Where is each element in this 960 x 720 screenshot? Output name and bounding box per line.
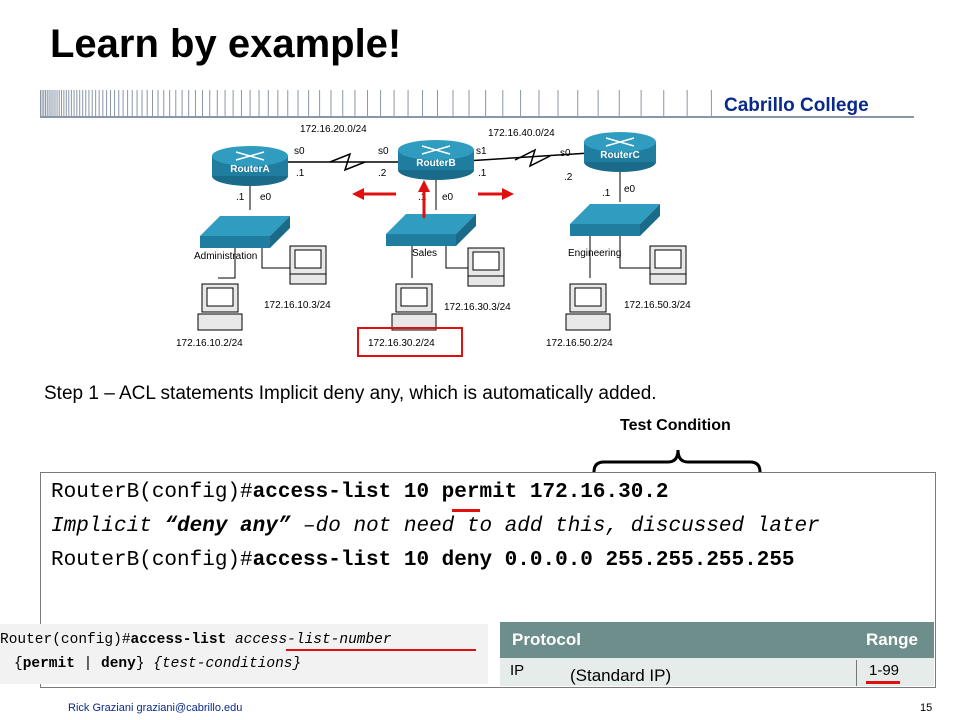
- code-line-3: RouterB(config)#access-list 10 deny 0.0.…: [51, 549, 795, 572]
- cell-protocol: IP: [510, 662, 525, 679]
- brace-icon: [592, 449, 762, 473]
- router-a-label: RouterA: [230, 164, 269, 175]
- router-b-label: RouterB: [416, 158, 455, 169]
- router-b: RouterB: [398, 140, 474, 180]
- host-ip: 172.16.30.2/24: [368, 338, 435, 349]
- underline-access-list-number: [286, 649, 476, 651]
- test-condition-label: Test Condition: [620, 417, 731, 434]
- syntax-line-2: {permit | deny} {test-conditions}: [14, 656, 302, 672]
- svg-text:e0: e0: [624, 184, 636, 195]
- svg-text:.1: .1: [418, 192, 427, 203]
- footer-author: Rick Graziani graziani@cabrillo.edu: [68, 702, 243, 714]
- svg-text:.2: .2: [564, 172, 573, 183]
- svg-text:.1: .1: [296, 168, 305, 179]
- header-range: Range: [866, 630, 918, 649]
- header-stripe-bar: [40, 90, 914, 118]
- lan-label-administration: Administration: [194, 251, 257, 262]
- router-c-label: RouterC: [600, 150, 639, 161]
- router-c: RouterC: [584, 132, 656, 172]
- table-row: IP (Standard IP) 1-99: [500, 658, 934, 686]
- acl-range-table: Protocol Range IP (Standard IP) 1-99: [500, 622, 934, 686]
- svg-text:.2: .2: [378, 168, 387, 179]
- cell-range: 1-99: [869, 662, 900, 679]
- table-header: Protocol Range: [500, 622, 934, 658]
- syntax-box: Router(config)#access-list access-list-n…: [0, 624, 488, 684]
- host-ip: 172.16.50.3/24: [624, 300, 691, 311]
- page-number: 15: [920, 702, 933, 714]
- pc-icon: [565, 283, 611, 331]
- step-description: Step 1 – ACL statements Implicit deny an…: [44, 383, 657, 404]
- underline-list-number: [452, 509, 480, 512]
- pc-icon: [289, 245, 327, 285]
- code-line-1: RouterB(config)#access-list 10 permit 17…: [51, 481, 669, 504]
- svg-text:.1: .1: [478, 168, 487, 179]
- pc-icon: [649, 245, 687, 285]
- header-protocol: Protocol: [512, 630, 581, 649]
- svg-text:e0: e0: [442, 192, 454, 203]
- host-ip: 172.16.30.3/24: [444, 302, 511, 313]
- svg-text:e0: e0: [260, 192, 272, 203]
- svg-text:s0: s0: [294, 146, 305, 157]
- svg-text:.1: .1: [602, 188, 611, 199]
- switch-engineering: [570, 204, 660, 236]
- underline-range: [866, 681, 900, 684]
- code-line-2: Implicit “deny any” –do not need to add …: [51, 515, 820, 538]
- lan-label-engineering: Engineering: [568, 248, 621, 259]
- pc-icon: [467, 247, 505, 287]
- switch-sales: [386, 214, 476, 246]
- network-diagram: 172.16.20.0/24 172.16.40.0/24 RouterA s0…: [176, 124, 691, 357]
- host-ip: 172.16.10.2/24: [176, 338, 243, 349]
- cell-note: (Standard IP): [570, 666, 672, 685]
- pc-icon: [391, 283, 437, 331]
- college-logo-text: Cabrillo College: [724, 95, 869, 116]
- syntax-line-1: Router(config)#access-list access-list-n…: [0, 632, 392, 648]
- svg-text:s0: s0: [560, 148, 571, 159]
- svg-text:.1: .1: [236, 192, 245, 203]
- svg-text:s0: s0: [378, 146, 389, 157]
- switch-administration: [200, 216, 290, 248]
- router-a: RouterA: [212, 146, 288, 186]
- host-ip: 172.16.10.3/24: [264, 300, 331, 311]
- host-ip: 172.16.50.2/24: [546, 338, 613, 349]
- network-label-20: 172.16.20.0/24: [300, 124, 367, 135]
- lan-label-sales: Sales: [412, 248, 437, 259]
- slide-title: Learn by example!: [50, 22, 402, 66]
- column-divider: [856, 660, 857, 686]
- pc-icon: [197, 283, 243, 331]
- network-label-40: 172.16.40.0/24: [488, 128, 555, 139]
- highlight-box: [357, 327, 463, 357]
- svg-text:s1: s1: [476, 146, 487, 157]
